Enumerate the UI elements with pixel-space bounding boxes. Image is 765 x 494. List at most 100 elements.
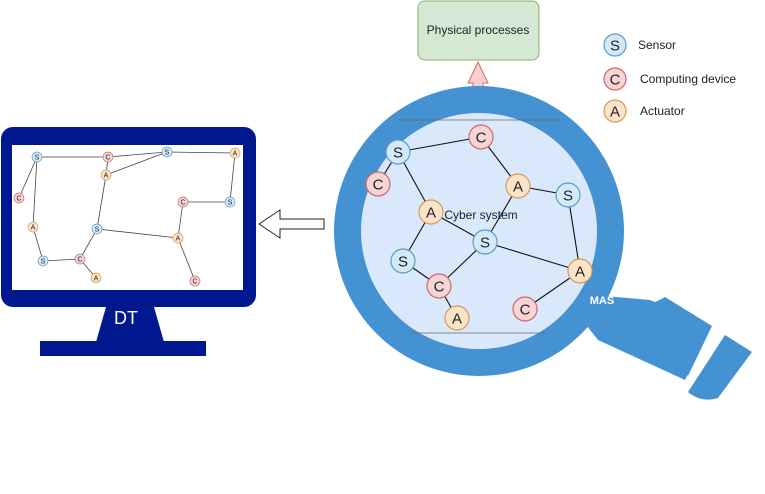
actuator-node: A <box>444 305 470 331</box>
sensor-node-symbol: S <box>228 200 233 207</box>
computing-node: C <box>426 273 452 299</box>
left-arrow <box>258 209 325 239</box>
legend-computing-symbol: C <box>603 67 627 91</box>
computing-node-symbol: C <box>180 200 185 207</box>
sensor-node-symbol: S <box>563 187 573 204</box>
sensor-node-symbol: S <box>41 259 46 266</box>
computing-node-symbol: C <box>16 196 21 203</box>
sensor-node-circle <box>385 139 411 165</box>
monitor-base <box>40 341 206 356</box>
dt-computing-node: C <box>74 253 86 265</box>
dt-edge <box>177 201 184 239</box>
computing-node-symbol: C <box>610 71 621 88</box>
monitor-label: DT <box>114 308 138 328</box>
dt-actuator-node: A <box>90 272 102 284</box>
sensor-node: S <box>472 229 498 255</box>
legend-computing-label: Computing device <box>640 72 736 86</box>
cyber-system-label: Cyber system <box>444 208 517 222</box>
dt-network-edges <box>18 151 236 282</box>
cyber-edge <box>484 241 581 272</box>
dt-edge <box>166 151 236 154</box>
dt-actuator-node: A <box>100 169 112 181</box>
sensor-node-symbol: S <box>95 227 100 234</box>
sensor-node-circle <box>555 182 581 208</box>
sensor-node-circle <box>91 223 103 235</box>
actuator-node-symbol: A <box>513 178 523 195</box>
computing-node-symbol: C <box>105 155 110 162</box>
sensor-node-symbol: S <box>35 155 40 162</box>
dt-edge <box>96 228 179 239</box>
computing-node-symbol: C <box>77 257 82 264</box>
sensor-node-circle <box>603 33 627 57</box>
computing-node-symbol: C <box>434 278 445 295</box>
actuator-node-symbol: A <box>575 263 585 280</box>
sensor-node-circle <box>472 229 498 255</box>
dt-edge <box>177 237 196 282</box>
cyber-edge <box>567 194 581 272</box>
legend-sensor-symbol: S <box>603 33 627 57</box>
computing-node-circle <box>426 273 452 299</box>
computing-node-circle <box>189 275 201 287</box>
sensor-node-circle <box>224 196 236 208</box>
sensor-node-circle <box>161 146 173 158</box>
physical-processes-label: Physical processes <box>427 23 530 37</box>
legend-sensor-label: Sensor <box>638 38 676 52</box>
actuator-node-symbol: A <box>176 236 181 243</box>
dt-sensor-node: S <box>37 255 49 267</box>
dt-edge <box>32 226 44 262</box>
monitor-screen <box>12 145 243 290</box>
sensor-node-circle <box>390 248 416 274</box>
actuator-node: A <box>567 258 593 284</box>
actuator-node-symbol: A <box>104 173 109 180</box>
actuator-node-symbol: A <box>452 310 462 327</box>
actuator-node-circle <box>90 272 102 284</box>
sensor-node: S <box>385 139 411 165</box>
computing-node: C <box>365 171 391 197</box>
dt-sensor-node: S <box>91 223 103 235</box>
dt-actuator-node: A <box>172 232 184 244</box>
dt-edge <box>18 156 38 199</box>
computing-node-circle <box>603 67 627 91</box>
monitor: DT <box>1 127 256 356</box>
legend-actuator-symbol: A <box>603 99 627 123</box>
computing-node-circle <box>13 192 25 204</box>
handle-segment-1 <box>640 297 712 376</box>
sensor-node-circle <box>31 151 43 163</box>
sensor-node: S <box>555 182 581 208</box>
monitor-neck <box>96 307 164 342</box>
computing-node-circle <box>512 296 538 322</box>
sensor-node: S <box>390 248 416 274</box>
sensor-node-symbol: S <box>480 234 490 251</box>
dt-edge <box>229 152 236 203</box>
actuator-node: A <box>505 173 531 199</box>
actuator-node-circle <box>603 99 627 123</box>
actuator-node-circle <box>505 173 531 199</box>
dt-sensor-node: S <box>224 196 236 208</box>
dt-network-nodes: S C S A A C C S A S A S C A C <box>13 146 241 287</box>
actuator-node-symbol: A <box>426 204 436 221</box>
dt-edge <box>96 174 107 230</box>
physical-processes-rect <box>417 0 540 61</box>
sensor-node-circle <box>37 255 49 267</box>
computing-node-circle <box>102 151 114 163</box>
mas-label: MAS <box>590 295 614 307</box>
computing-node-circle <box>468 124 494 150</box>
actuator-node-symbol: A <box>31 225 36 232</box>
actuator-node-circle <box>567 258 593 284</box>
dt-sensor-node: S <box>31 151 43 163</box>
actuator-node-symbol: A <box>94 276 99 283</box>
dt-computing-node: C <box>102 151 114 163</box>
actuator-node-circle <box>100 169 112 181</box>
actuator-node-symbol: A <box>233 151 238 158</box>
dt-edge <box>32 156 38 228</box>
computing-node-circle <box>74 253 86 265</box>
sensor-node-symbol: S <box>165 150 170 157</box>
dt-computing-node: C <box>189 275 201 287</box>
actuator-node-circle <box>172 232 184 244</box>
dt-edge <box>105 151 168 176</box>
dt-computing-node: C <box>177 196 189 208</box>
